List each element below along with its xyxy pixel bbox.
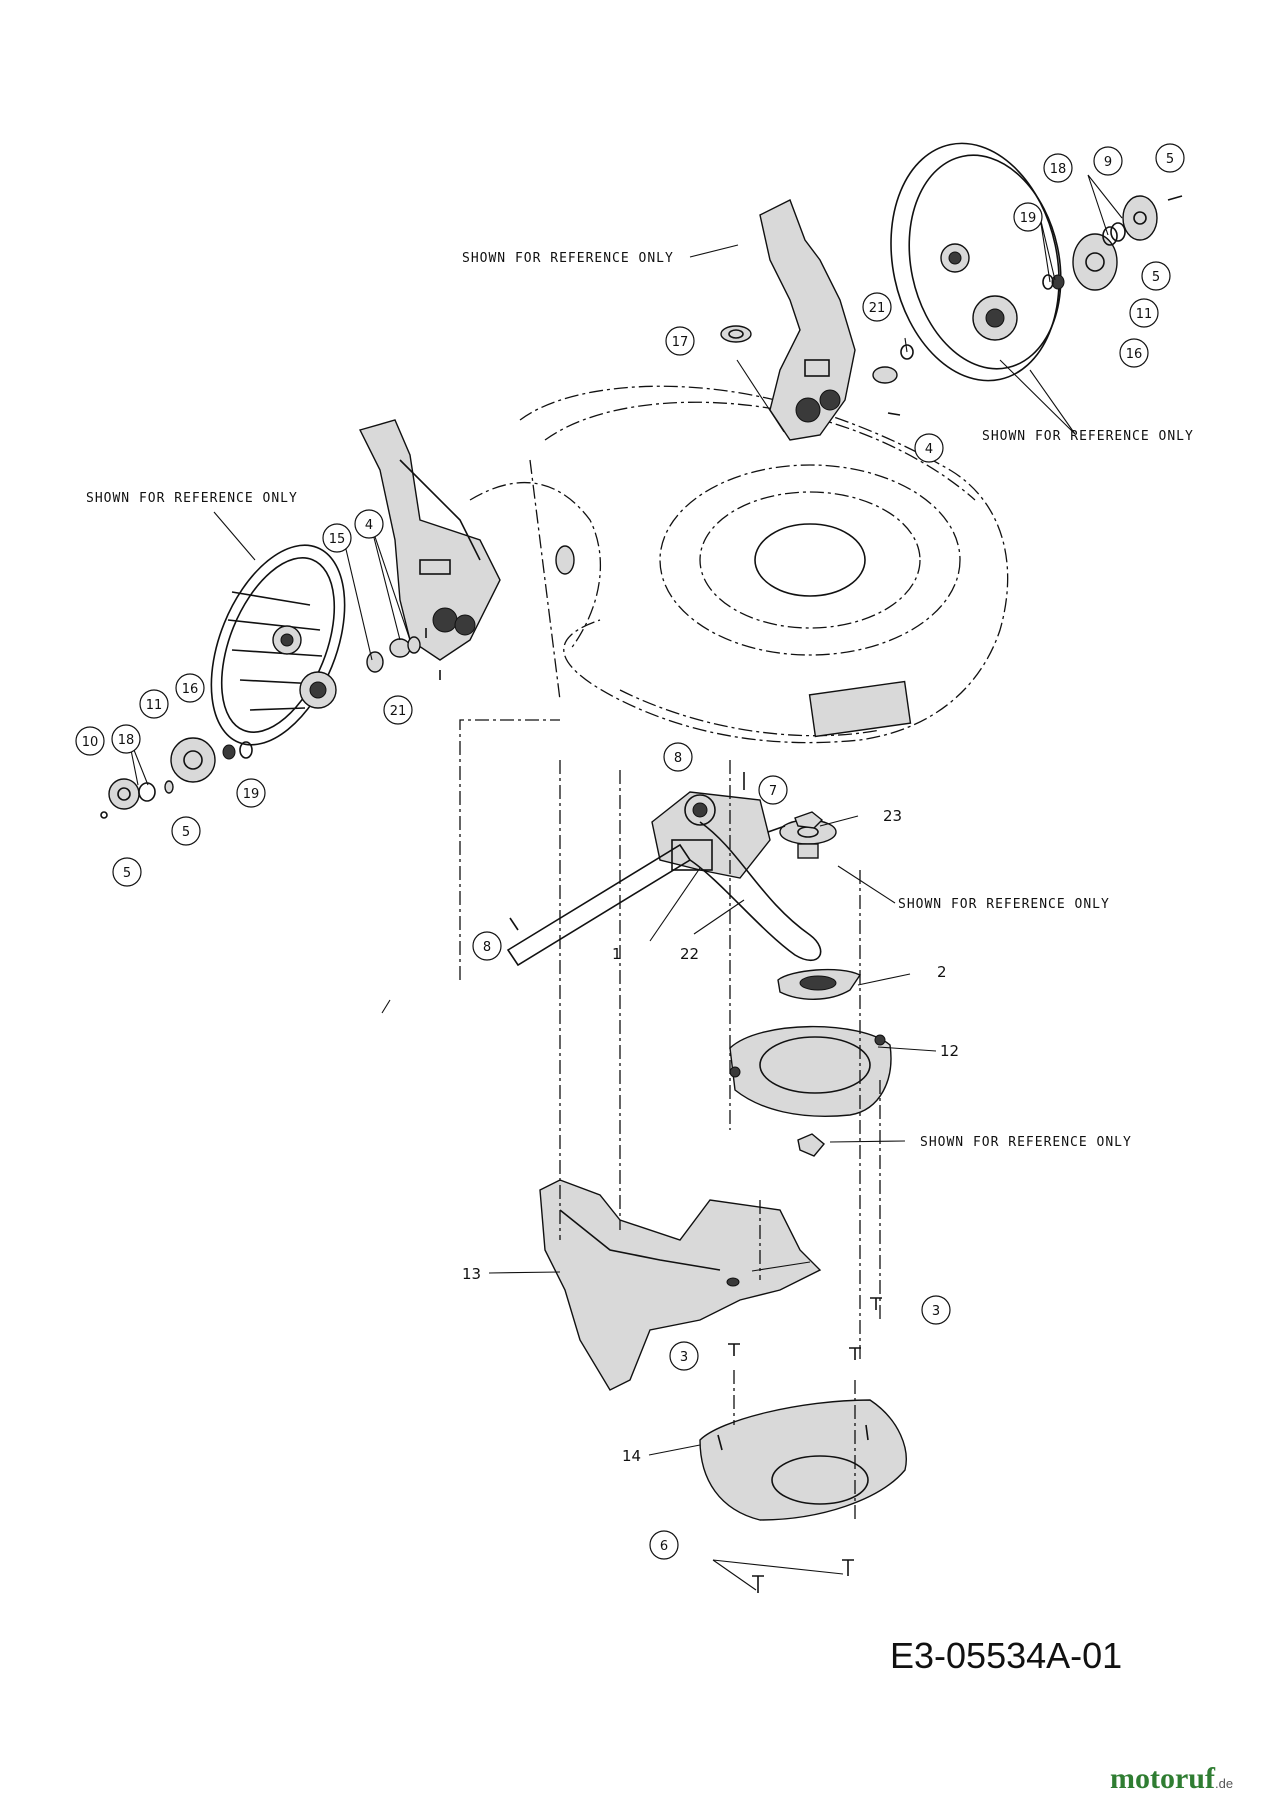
leader-lines bbox=[127, 174, 1123, 1591]
callout-16: 16 bbox=[1119, 338, 1149, 368]
deck-housing bbox=[469, 385, 1009, 744]
svg-text:17: 17 bbox=[672, 335, 689, 350]
watermark-logo: motoruf.de bbox=[1110, 1762, 1233, 1795]
svg-text:19: 19 bbox=[1020, 211, 1037, 226]
callout-14: 14 bbox=[622, 1447, 641, 1465]
blade-adapter bbox=[777, 968, 862, 1000]
left-drive-bracket-reference bbox=[358, 419, 501, 661]
svg-text:9: 9 bbox=[1104, 155, 1112, 170]
callout-1: 1 bbox=[612, 945, 622, 963]
callout-21: 21 bbox=[383, 695, 413, 725]
svg-text:21: 21 bbox=[390, 704, 407, 719]
callout-6: 6 bbox=[649, 1530, 679, 1560]
callout-15: 15 bbox=[322, 523, 352, 553]
callout-11: 11 bbox=[1129, 298, 1159, 328]
callout-10: 10 bbox=[75, 726, 105, 756]
callout-19: 19 bbox=[236, 778, 266, 808]
callout-7: 7 bbox=[758, 775, 788, 805]
left-wheel-reference bbox=[210, 544, 346, 746]
svg-text:3: 3 bbox=[932, 1304, 940, 1319]
motor-housing bbox=[729, 1025, 892, 1157]
right-drive-bracket-reference bbox=[759, 199, 856, 441]
svg-text:8: 8 bbox=[483, 940, 491, 955]
callout-19: 19 bbox=[1013, 202, 1043, 232]
svg-text:16: 16 bbox=[1126, 347, 1143, 362]
svg-text:18: 18 bbox=[118, 733, 135, 748]
callout-18: 18 bbox=[1043, 153, 1073, 183]
callout-8: 8 bbox=[472, 931, 502, 961]
reference-note-nut: SHOWN FOR REFERENCE ONLY bbox=[920, 1135, 1132, 1150]
callout-9: 9 bbox=[1093, 146, 1123, 176]
reference-note-left-wheel: SHOWN FOR REFERENCE ONLY bbox=[86, 491, 298, 506]
watermark-suffix: .de bbox=[1215, 1776, 1233, 1791]
callout-17: 17 bbox=[665, 326, 695, 356]
callout-13: 13 bbox=[462, 1265, 481, 1283]
alignment-lines bbox=[459, 719, 881, 1520]
svg-text:21: 21 bbox=[869, 301, 886, 316]
svg-text:11: 11 bbox=[1136, 307, 1153, 322]
lower-cover bbox=[699, 1399, 907, 1521]
callout-2: 2 bbox=[937, 963, 947, 981]
svg-text:18: 18 bbox=[1050, 162, 1067, 177]
callout-11: 11 bbox=[139, 689, 169, 719]
callout-23: 23 bbox=[883, 807, 902, 825]
callout-8: 8 bbox=[663, 742, 693, 772]
svg-text:15: 15 bbox=[329, 532, 346, 547]
svg-text:5: 5 bbox=[1152, 270, 1160, 285]
callout-21: 21 bbox=[862, 292, 892, 322]
svg-text:7: 7 bbox=[769, 784, 777, 799]
svg-text:19: 19 bbox=[243, 787, 260, 802]
callout-4: 4 bbox=[354, 509, 384, 539]
callout-5: 5 bbox=[171, 816, 201, 846]
svg-text:16: 16 bbox=[182, 682, 199, 697]
svg-text:5: 5 bbox=[182, 825, 190, 840]
right-small-parts bbox=[720, 195, 1183, 416]
callout-22: 22 bbox=[680, 945, 699, 963]
svg-text:3: 3 bbox=[680, 1350, 688, 1365]
callout-4: 4 bbox=[914, 433, 944, 463]
svg-text:8: 8 bbox=[674, 751, 682, 766]
callout-3: 3 bbox=[669, 1341, 699, 1371]
svg-text:6: 6 bbox=[660, 1539, 668, 1554]
callout-5: 5 bbox=[112, 857, 142, 887]
callout-16: 16 bbox=[175, 673, 205, 703]
reference-note-upper-bracket: SHOWN FOR REFERENCE ONLY bbox=[462, 251, 674, 266]
svg-text:4: 4 bbox=[925, 442, 933, 457]
svg-text:4: 4 bbox=[365, 518, 373, 533]
svg-text:5: 5 bbox=[1166, 152, 1174, 167]
drawing-code: E3-05534A-01 bbox=[890, 1635, 1122, 1676]
reference-note-right-wheel: SHOWN FOR REFERENCE ONLY bbox=[982, 429, 1194, 444]
callout-3: 3 bbox=[921, 1295, 951, 1325]
svg-text:5: 5 bbox=[123, 866, 131, 881]
callout-12: 12 bbox=[940, 1042, 959, 1060]
left-small-parts bbox=[100, 628, 441, 819]
svg-text:11: 11 bbox=[146, 698, 163, 713]
transmission bbox=[506, 791, 822, 967]
watermark-main: motoruf bbox=[1110, 1762, 1216, 1795]
callout-5: 5 bbox=[1141, 261, 1171, 291]
reference-note-pulley: SHOWN FOR REFERENCE ONLY bbox=[898, 897, 1110, 912]
svg-text:motoruf.de: motoruf.de bbox=[1110, 1762, 1233, 1795]
svg-text:10: 10 bbox=[82, 735, 99, 750]
callout-18: 18 bbox=[111, 724, 141, 754]
callout-5: 5 bbox=[1155, 143, 1185, 173]
